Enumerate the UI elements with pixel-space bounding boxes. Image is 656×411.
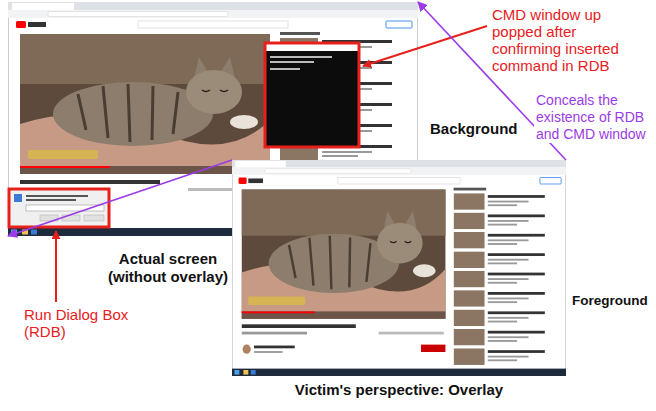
dialog-text-line bbox=[26, 199, 76, 201]
annotation-label: Background bbox=[430, 120, 518, 137]
annotation-label: Run Dialog Box (RDB) bbox=[24, 306, 136, 340]
highlight-outline bbox=[9, 189, 109, 227]
cmd-text-line bbox=[270, 56, 332, 58]
annotation-label: Conceals the existence of RDB and CMD wi… bbox=[534, 92, 652, 143]
cmd-window bbox=[266, 44, 358, 146]
run-icon bbox=[14, 194, 22, 202]
screen-caption: Victim's perspective: Overlay bbox=[232, 381, 566, 399]
screen-caption: Actual screen (without overlay) bbox=[103, 250, 233, 286]
overlay-screen bbox=[232, 160, 566, 376]
highlight-outline bbox=[265, 43, 359, 147]
cmd-text-line bbox=[270, 68, 300, 70]
annotation-label: CMD window up popped after confirming in… bbox=[492, 6, 642, 74]
cmd-text-line bbox=[270, 61, 314, 63]
leader-arrow bbox=[363, 26, 487, 66]
dialog-button bbox=[84, 215, 104, 221]
run-dialog bbox=[10, 190, 108, 226]
dialog-button bbox=[62, 215, 80, 221]
screenshot-frame: Victim's perspective: Overlay bbox=[232, 160, 566, 376]
dialog-text-line bbox=[26, 195, 88, 197]
screenshot-frame: Actual screen (without overlay) bbox=[8, 2, 418, 236]
overlay-connector bbox=[8, 160, 232, 236]
annotation-label: Foreground bbox=[572, 292, 648, 309]
leader-arrow bbox=[55, 231, 57, 302]
cmd-title-bar bbox=[266, 44, 358, 51]
